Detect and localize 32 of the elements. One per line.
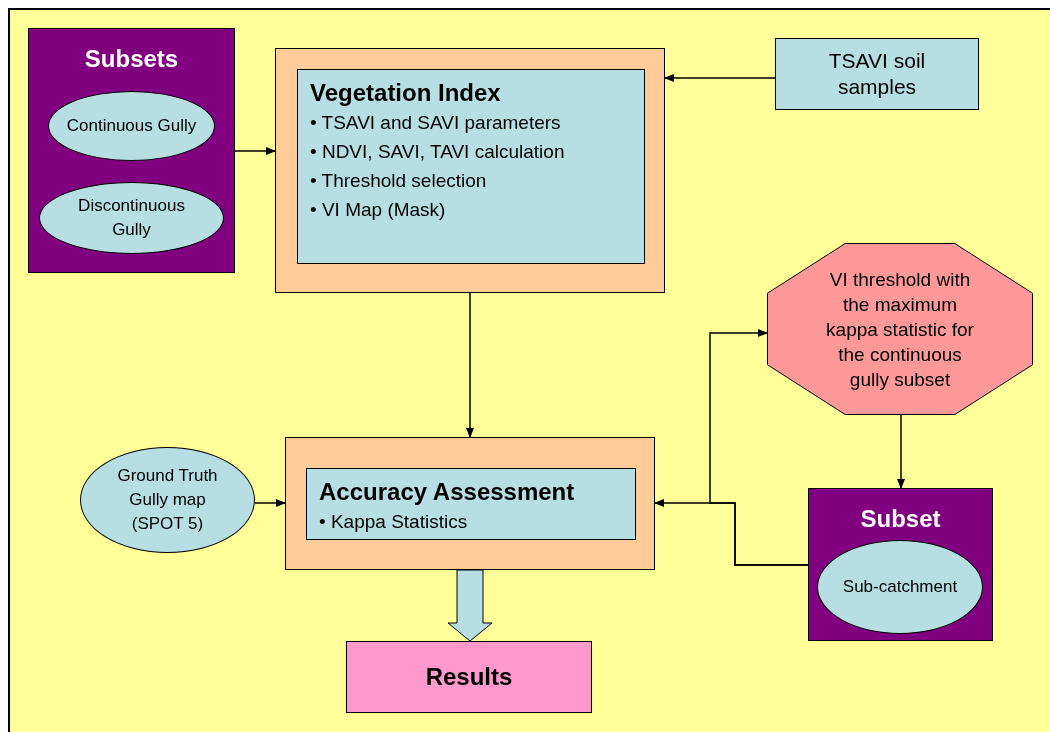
node-label: Discontinuous Gully [77, 195, 186, 241]
result-box [346, 641, 592, 713]
group-box [28, 28, 235, 273]
octagon-node [767, 243, 1033, 415]
frame-box [285, 437, 655, 570]
section-heading: Accuracy Assessment [319, 477, 576, 507]
bullet-item: • NDVI, SAVI, TAVI calculation [310, 140, 566, 164]
node-label: Results [425, 662, 513, 692]
group-title: Subset [859, 504, 942, 534]
bullet-item: • Kappa Statistics [319, 510, 469, 534]
group-box [808, 488, 993, 641]
arrow [234, 147, 276, 155]
arrow [709, 329, 809, 566]
content-panel [297, 69, 645, 264]
section-heading: Vegetation Index [310, 78, 502, 108]
content-panel [306, 468, 636, 540]
bullet-item: • VI Map (Mask) [310, 198, 447, 222]
node-label: Ground Truth Gully map (SPOT 5) [116, 465, 219, 535]
node-label: Continuous Gully [66, 115, 197, 137]
frame-box [275, 48, 665, 293]
arrow [664, 74, 776, 82]
bullet-item: • TSAVI and SAVI parameters [310, 111, 562, 135]
node-label: VI threshold with the maximum kappa statistic for the continuous gully subset [825, 267, 975, 392]
block-arrow [447, 569, 493, 642]
node-label: Sub-catchment [842, 576, 958, 598]
bullet-item: • Threshold selection [310, 169, 488, 193]
arrow [897, 414, 905, 489]
group-title: Subsets [83, 44, 180, 74]
input-box [775, 38, 979, 110]
arrow [254, 499, 286, 507]
node-label: TSAVI soil samples [827, 48, 927, 100]
arrow [466, 292, 474, 438]
